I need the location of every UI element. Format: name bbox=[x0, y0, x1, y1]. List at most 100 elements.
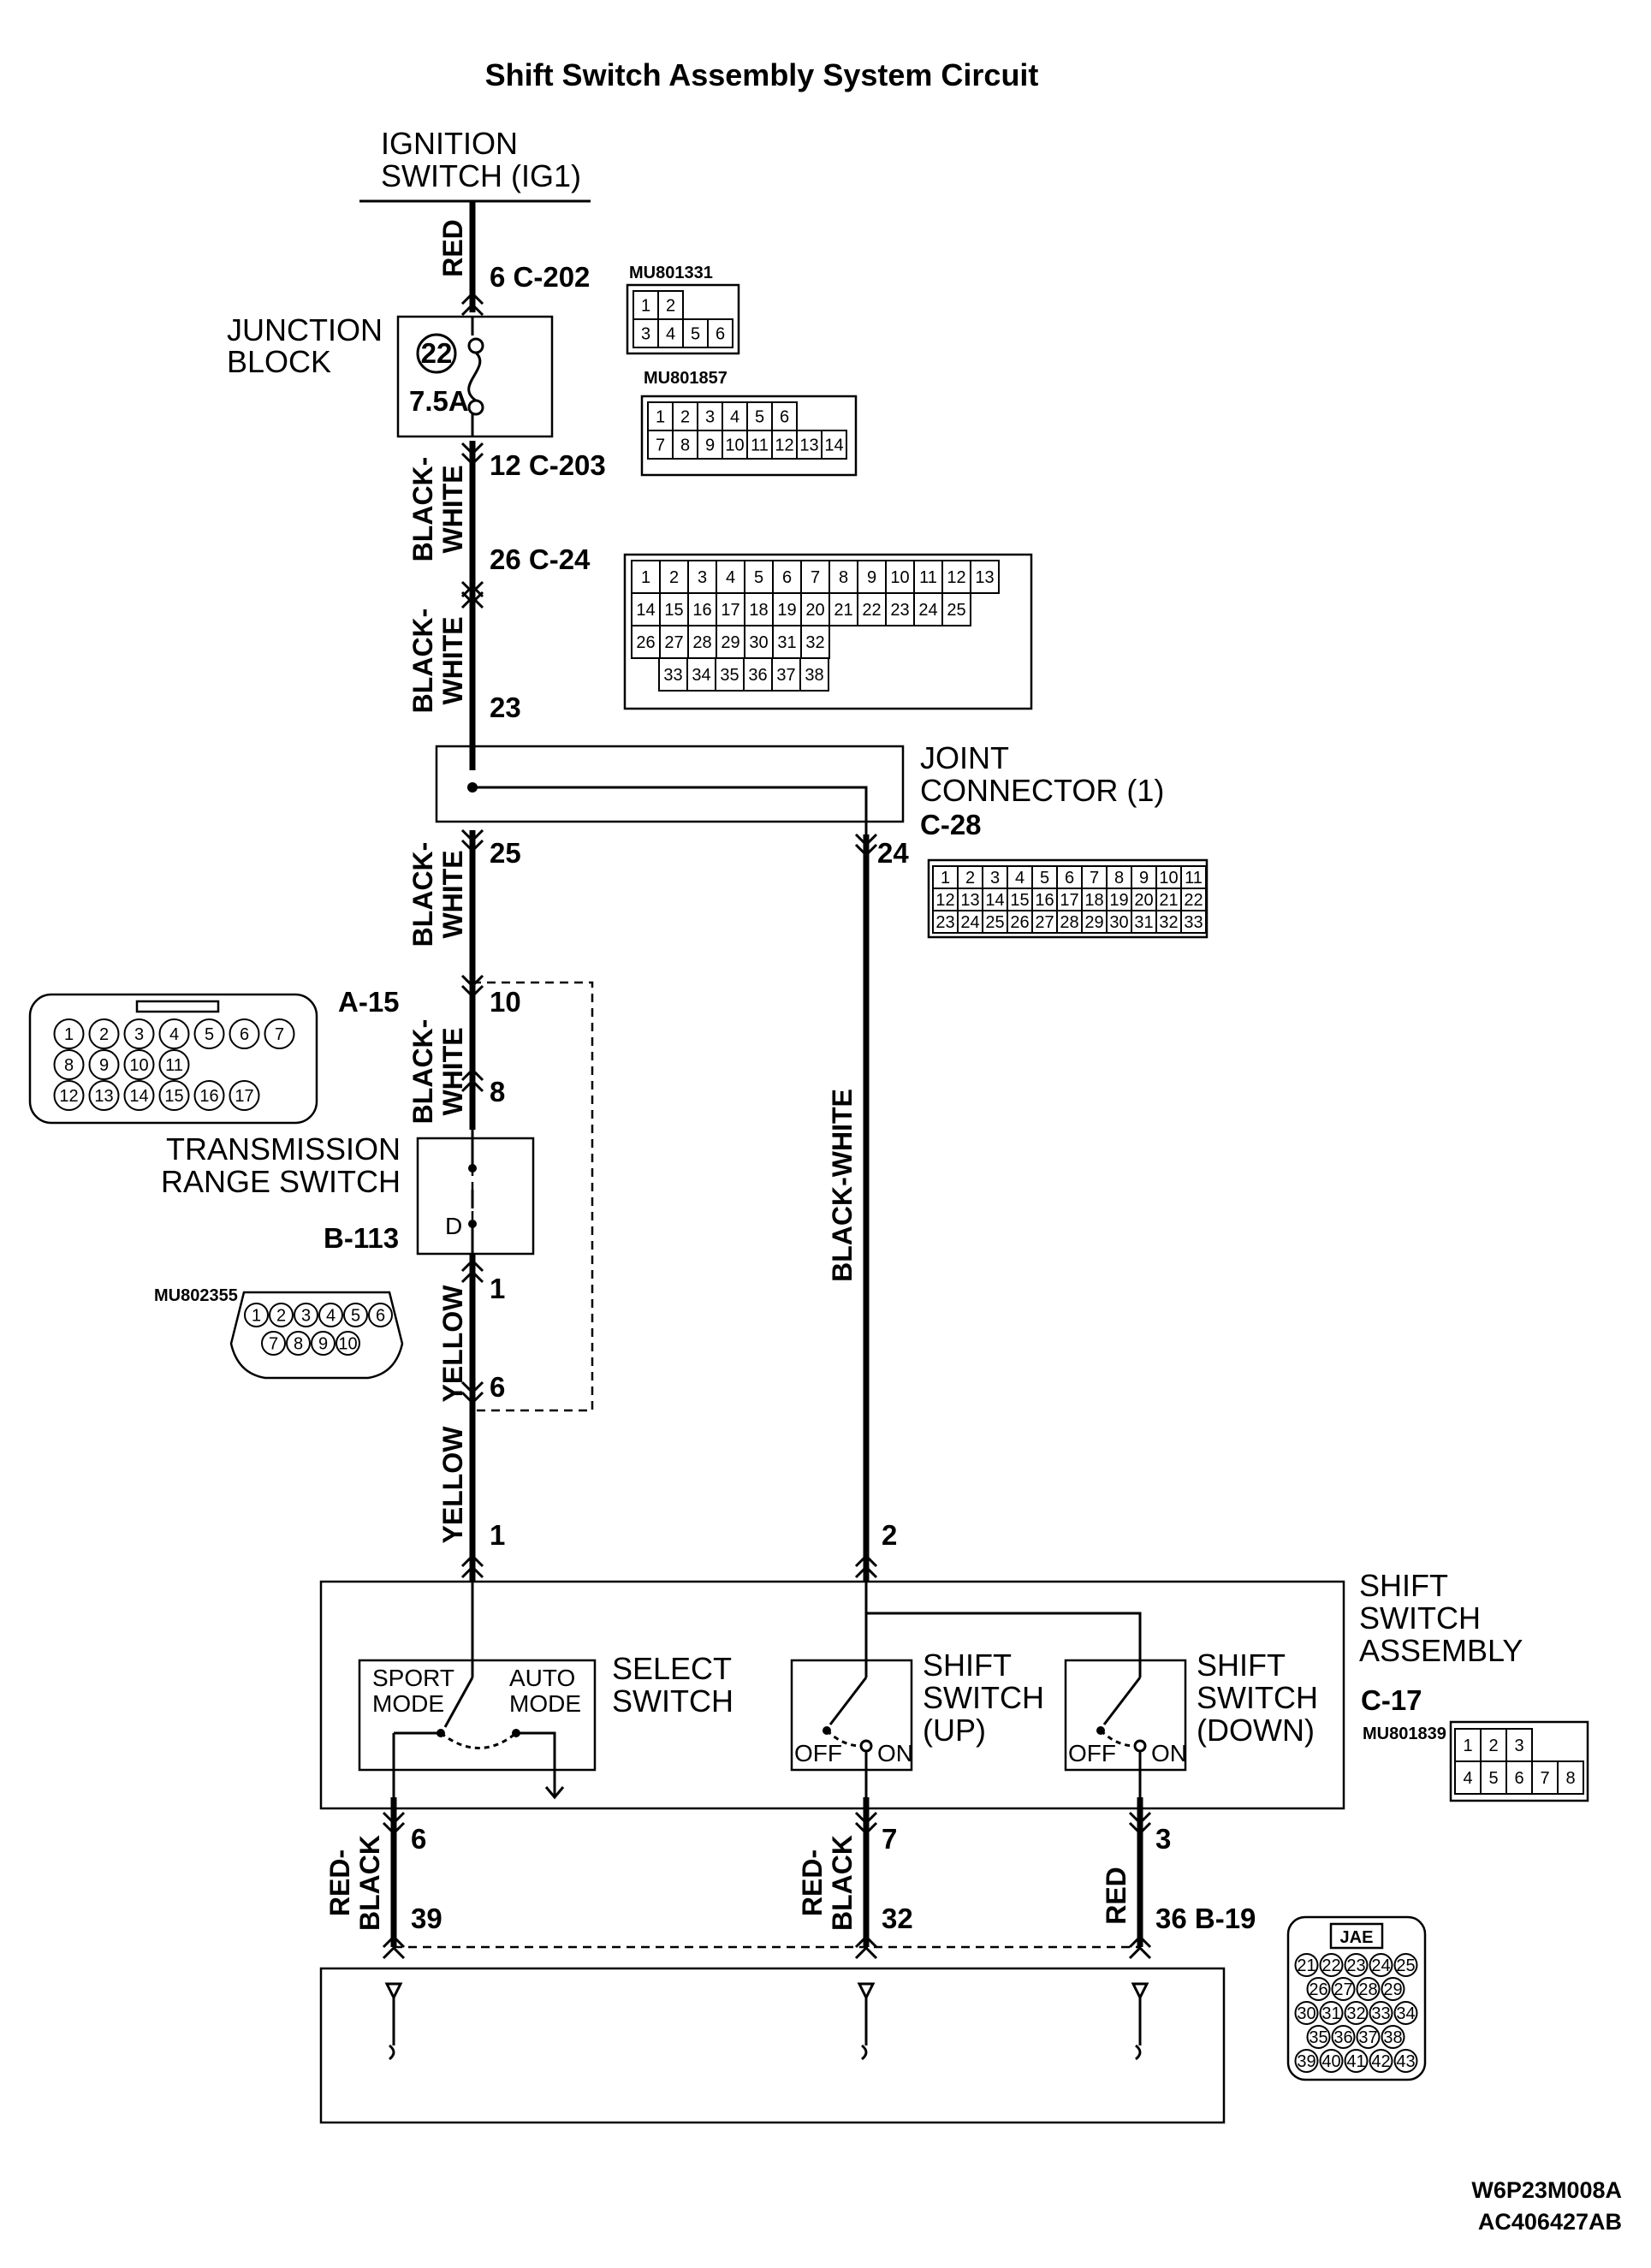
select-switch-label-1: SELECT bbox=[612, 1651, 732, 1686]
connector-pin bbox=[1007, 865, 1033, 889]
svg-text:RED-: RED- bbox=[324, 1849, 355, 1916]
junction-block-box bbox=[396, 315, 554, 438]
connector-pin-label: 8 bbox=[64, 1056, 74, 1075]
connector-pin-label: 7 bbox=[656, 436, 665, 455]
connector-pin bbox=[193, 1080, 225, 1111]
ignition-label-2: SWITCH (IG1) bbox=[381, 158, 581, 193]
connector-pin-label: 10 bbox=[890, 568, 909, 587]
connector-pin-label: 5 bbox=[1040, 869, 1049, 888]
connector-pin bbox=[1381, 2025, 1405, 2049]
joint-node bbox=[467, 782, 478, 793]
connector-pin-label: 11 bbox=[1185, 869, 1203, 888]
connector-pin bbox=[1007, 888, 1033, 911]
connector-pin-label: 26 bbox=[1010, 913, 1029, 932]
connector-pin-label: 8 bbox=[294, 1335, 303, 1354]
connector-pin bbox=[744, 592, 774, 626]
connector-pin-label: 36 bbox=[1333, 2028, 1352, 2047]
trs-contact-d: D bbox=[445, 1213, 462, 1239]
connector-pin bbox=[941, 592, 971, 626]
connector-pin-label: 3 bbox=[990, 869, 1000, 888]
connector-pin bbox=[716, 592, 745, 626]
connector-pin bbox=[1306, 1977, 1331, 2001]
connector-pin bbox=[1356, 2025, 1381, 2049]
svg-text:MU802355: MU802355 bbox=[154, 1286, 238, 1305]
connector-pin bbox=[1306, 2025, 1331, 2049]
connector-pin-label: 15 bbox=[164, 1087, 183, 1106]
connector-pin bbox=[1294, 2001, 1319, 2025]
connector-pin-label: 2 bbox=[99, 1025, 109, 1044]
connector-pin-label: 2 bbox=[1488, 1737, 1498, 1755]
connector-pin-label: 12 bbox=[59, 1087, 78, 1106]
svg-text:BLACK-: BLACK- bbox=[407, 457, 438, 562]
connector-pin-label: 17 bbox=[1060, 891, 1078, 910]
connector-pin-label: 1 bbox=[656, 408, 665, 427]
trs-label-1: TRANSMISSION bbox=[166, 1131, 401, 1167]
connector-pin bbox=[687, 592, 717, 626]
connector-pin bbox=[286, 1331, 311, 1356]
connector-pin bbox=[1031, 910, 1058, 934]
connector-pin-label: 4 bbox=[730, 408, 739, 427]
trs-label-2: RANGE SWITCH bbox=[161, 1164, 401, 1199]
connector-pin-label: 16 bbox=[1035, 891, 1054, 910]
sport-mode-label-1: SPORT bbox=[372, 1665, 454, 1691]
connector-pin bbox=[932, 888, 959, 911]
connector-pin bbox=[1344, 1953, 1369, 1977]
connector-pin-label: 1 bbox=[941, 869, 950, 888]
connector-pin bbox=[828, 560, 858, 594]
connector-pin bbox=[368, 1303, 393, 1327]
connector-pin-label: 29 bbox=[1084, 913, 1103, 932]
svg-text:BLACK-: BLACK- bbox=[407, 842, 438, 947]
connector-pin bbox=[1081, 888, 1108, 911]
connector-pin-label: 6 bbox=[240, 1025, 249, 1044]
connector-pin bbox=[744, 625, 774, 659]
connector-pin-label: 31 bbox=[1321, 2004, 1340, 2023]
connector-pin-label: 15 bbox=[1010, 891, 1029, 910]
label-a15: A-15 bbox=[338, 986, 400, 1018]
connector-pin bbox=[686, 657, 716, 692]
connector-pin-label: 2 bbox=[666, 297, 675, 316]
connector-pin-label: 3 bbox=[1514, 1737, 1523, 1755]
connector-pin bbox=[1369, 2049, 1393, 2073]
connector-pin-label: 4 bbox=[326, 1307, 336, 1326]
connector-pin-label: 6 bbox=[376, 1307, 385, 1326]
connector-pin bbox=[1393, 2049, 1418, 2073]
connector-pin-label: 1 bbox=[252, 1307, 261, 1326]
label-c28: C-28 bbox=[920, 809, 982, 840]
connector-pin-label: 37 bbox=[1358, 2028, 1377, 2047]
svg-text:JAE: JAE bbox=[1340, 1928, 1374, 1947]
connector-pin bbox=[885, 592, 915, 626]
connector-pin-label: 32 bbox=[1346, 2004, 1365, 2023]
connector-pin bbox=[1344, 2001, 1369, 2025]
connector-pin bbox=[244, 1303, 269, 1327]
label-pin-7: 7 bbox=[882, 1823, 897, 1855]
connector-pin bbox=[1557, 1760, 1584, 1795]
connector-pin bbox=[1056, 910, 1083, 934]
svg-text:BLACK: BLACK bbox=[827, 1835, 858, 1931]
connector-pin bbox=[88, 1049, 120, 1080]
connector-pin-label: 13 bbox=[975, 568, 994, 587]
connector-pin-label: 35 bbox=[1309, 2028, 1327, 2047]
connector-pin-label: 13 bbox=[960, 891, 979, 910]
wire-color-red-bottom: RED bbox=[1101, 1867, 1131, 1925]
svg-text:MU801331: MU801331 bbox=[629, 264, 713, 282]
connector-pin-label: 9 bbox=[1139, 869, 1149, 888]
connector-pin bbox=[1319, 1953, 1344, 1977]
connector-pin bbox=[343, 1303, 368, 1327]
connector-pin-label: 28 bbox=[1060, 913, 1078, 932]
connector-pin-label: 30 bbox=[749, 633, 768, 652]
connector-pin bbox=[158, 1080, 190, 1111]
footer-code-2: AC406427AB bbox=[1478, 2209, 1622, 2235]
connector-pin bbox=[311, 1331, 336, 1356]
connector-pin-label: 36 bbox=[748, 666, 767, 685]
connector-pin bbox=[1356, 1977, 1381, 2001]
connector-pin bbox=[799, 657, 829, 692]
label-pin-1a: 1 bbox=[490, 1273, 505, 1304]
connector-pin bbox=[1369, 2001, 1393, 2025]
connector-pin bbox=[772, 625, 802, 659]
trs-box bbox=[416, 1137, 535, 1256]
connector-pin bbox=[1331, 2025, 1356, 2049]
fuse-symbol bbox=[467, 317, 484, 436]
connector-pin-label: 28 bbox=[1358, 1980, 1377, 1999]
connector-pin-label: 25 bbox=[985, 913, 1004, 932]
connector-pin-label: 32 bbox=[805, 633, 824, 652]
